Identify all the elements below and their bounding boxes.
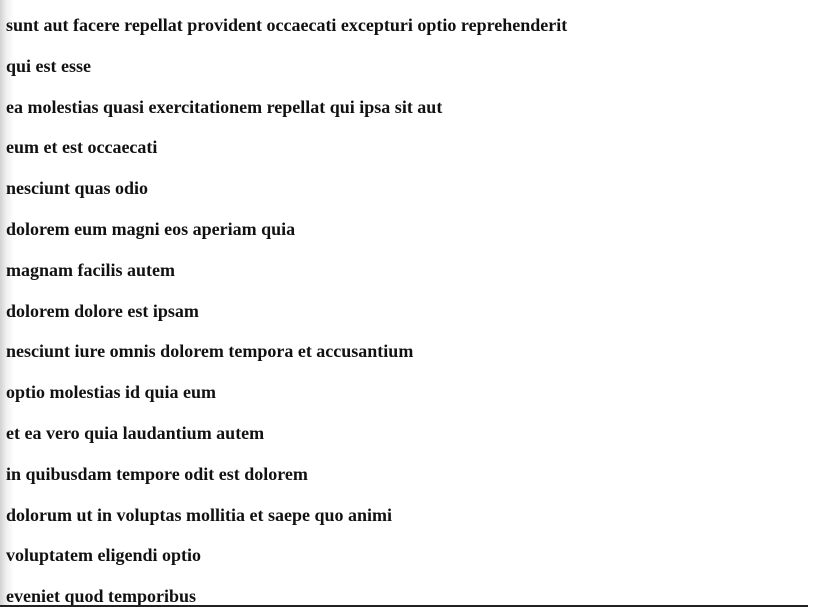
post-title[interactable]: optio molestias id quia eum: [6, 382, 217, 403]
post-title[interactable]: in quibusdam tempore odit est dolorem: [6, 463, 308, 484]
bottom-divider: [0, 605, 808, 607]
post-title[interactable]: nesciunt iure omnis dolorem tempora et a…: [6, 341, 414, 362]
post-title[interactable]: voluptatem eligendi optio: [6, 545, 202, 566]
post-title[interactable]: sunt aut facere repellat provident occae…: [6, 15, 568, 35]
post-title[interactable]: nesciunt quas odio: [6, 178, 149, 199]
post-title[interactable]: et ea vero quia laudantium autem: [6, 422, 265, 443]
post-title[interactable]: eveniet quod temporibus: [6, 586, 197, 607]
post-title[interactable]: eum et est occaecati: [6, 137, 158, 158]
post-list: sunt aut facere repellat provident occae…: [6, 0, 824, 607]
post-title[interactable]: qui est esse: [6, 55, 91, 76]
post-title[interactable]: dolorem eum magni eos aperiam quia: [6, 218, 296, 239]
post-title[interactable]: dolorem dolore est ipsam: [6, 300, 199, 321]
post-title[interactable]: dolorum ut in voluptas mollitia et saepe…: [6, 504, 393, 525]
post-title[interactable]: magnam facilis autem: [6, 259, 175, 280]
post-title[interactable]: ea molestias quasi exercitationem repell…: [6, 96, 443, 117]
